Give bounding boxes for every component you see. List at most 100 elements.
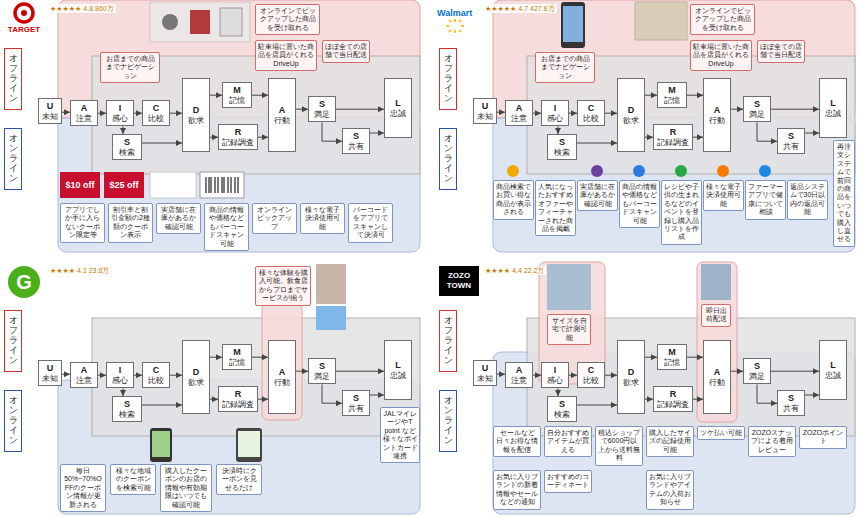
node-text: オフライン <box>9 54 18 103</box>
node-text: R <box>235 389 242 400</box>
flow-arrow <box>98 375 106 376</box>
flow-arrow <box>210 357 222 358</box>
rating-text: ★★★★★ 4.7 427.8万 <box>483 4 557 13</box>
online-feature-box: 購入したサイズの記録使用可能 <box>646 426 694 457</box>
node-text: 自分おすすめアイテムが買える <box>547 429 590 454</box>
node-subtext: 記録調査 <box>657 138 689 148</box>
journey-step: L忠誠 <box>819 340 847 400</box>
node-text: 税込ショップで6000円以上から送料無料 <box>598 429 641 463</box>
journey-step: L忠誠 <box>819 78 847 138</box>
node-subtext: 欲求 <box>188 378 204 388</box>
phone-image <box>236 428 262 462</box>
flow-arrow <box>134 113 142 114</box>
node-text: C <box>588 103 595 114</box>
node-text: 様々な電子決済使用可能 <box>706 183 742 208</box>
node-text: 実店舗に在庫があるか確認可能 <box>580 183 616 208</box>
flow-arrow <box>62 112 70 113</box>
zozosuit-photo <box>547 264 591 310</box>
node-subtext: 注意 <box>511 376 527 386</box>
offline-highlight <box>697 262 737 422</box>
logo-box <box>439 266 479 296</box>
node-text: ZOZOポイント <box>802 429 845 446</box>
node-subtext: 忠誠 <box>390 371 406 381</box>
journey-step: A行動 <box>703 340 731 414</box>
node-text: A <box>81 103 88 114</box>
rating-text: ★★★★★ 4.8 860万 <box>48 4 116 13</box>
flow-arrow <box>731 371 743 372</box>
node-text: セールなど日々お得な情報を配信 <box>496 429 539 454</box>
experience-photo <box>316 306 346 330</box>
offline-tag: オフライン <box>439 48 457 110</box>
node-text: サイズを自宅で計測可能 <box>550 317 589 342</box>
flow-arrow <box>142 143 182 144</box>
flow-arrow <box>322 384 342 403</box>
online-band <box>58 118 420 252</box>
node-text: I <box>554 365 557 376</box>
app-screen <box>150 172 196 198</box>
online-feature-box: 決済時にクーポンを見せるだけ <box>216 464 262 495</box>
node-subtext: 忠誠 <box>390 109 406 119</box>
node-subtext: 感心 <box>112 114 128 124</box>
node-subtext: 欲求 <box>623 116 639 126</box>
flow-arrow <box>370 395 384 396</box>
node-text: U <box>482 363 489 374</box>
node-text: A <box>516 365 523 376</box>
online-feature-box: ファーマーアプリで健康について相談 <box>745 180 786 220</box>
journey-step: I感心 <box>541 362 569 388</box>
flow-arrow <box>645 95 657 96</box>
phone-screen <box>238 431 260 457</box>
flow-arrow <box>497 374 505 375</box>
node-subtext: 注意 <box>76 114 92 124</box>
node-text: R <box>670 389 677 400</box>
offline-feature-box: サイズを自宅で計測可能 <box>547 314 591 345</box>
app-icon <box>633 165 645 177</box>
flow-arrow <box>731 109 743 110</box>
node-text: S <box>754 99 760 110</box>
node-subtext: 記憶 <box>229 96 245 106</box>
product-photo <box>220 8 242 36</box>
offline-feature-box: 駐車場に置いた商品を店員がくれるDriveUp <box>255 40 317 71</box>
online-tag: オンライン <box>4 128 22 190</box>
node-subtext: 忠誠 <box>825 371 841 381</box>
flow-arrow <box>645 399 653 400</box>
journey-step: S検索 <box>547 134 577 160</box>
node-text: A <box>516 103 523 114</box>
node-text: アプリでしか手に入らないクーポン限定等 <box>63 206 103 240</box>
coupon-text: $10 off <box>60 178 100 192</box>
journey-step: S満足 <box>308 358 336 384</box>
flow-arrow <box>771 371 819 372</box>
node-text: D <box>193 367 200 378</box>
journey-step: R記録調査 <box>653 386 693 412</box>
node-text: 購入したクーポンのお店の情報や有効期限はいつでも確認可能 <box>163 467 210 509</box>
flow-arrow <box>533 113 541 114</box>
product-photo <box>190 10 210 34</box>
node-text: 返品システムで30日以内の返品可能 <box>790 183 826 217</box>
node-text: JALマイレージやT point など様々なポイントカード連携 <box>383 410 418 460</box>
node-text: オンライン <box>9 134 18 183</box>
app-icon <box>591 165 603 177</box>
journey-step: S検索 <box>112 396 142 422</box>
journey-step: S満足 <box>743 96 771 122</box>
node-text: 購入したサイズの記録使用可能 <box>649 429 692 454</box>
node-text: L <box>830 98 836 109</box>
online-feature-box: JALマイレージやT point など様々なポイントカード連携 <box>380 407 420 463</box>
offline-feature-box: ほぼ全ての店舗で当日配送 <box>322 40 370 63</box>
flow-arrow <box>757 384 777 403</box>
app-icon <box>507 165 519 177</box>
node-text: U <box>47 101 54 112</box>
online-feature-box: オンラインピックアップ <box>252 203 297 234</box>
node-text: お店までの商品までナビゲーション <box>538 55 593 80</box>
online-feature-box: 商品検索でお買い得な商品が表示される <box>493 180 534 220</box>
rating-text: ★★★★ 4.1 23.8万 <box>48 266 111 275</box>
flow-arrow <box>577 405 617 406</box>
node-text: バーコードをアプリでスキャンして決済可 <box>351 206 391 240</box>
node-text: S <box>559 137 565 148</box>
online-feature-box: 購入したクーポンのお店の情報や有効期限はいつでも確認可能 <box>160 464 212 512</box>
online-feature-box: 自分おすすめアイテムが買える <box>544 426 592 457</box>
journey-step: C比較 <box>577 100 605 126</box>
flow-arrow <box>210 137 218 138</box>
journey-step: M記憶 <box>657 344 687 370</box>
node-text: 人気になったおすすめオファーやフィーチャーされた商品を掲載 <box>538 183 574 233</box>
journey-step: S検索 <box>547 396 577 422</box>
